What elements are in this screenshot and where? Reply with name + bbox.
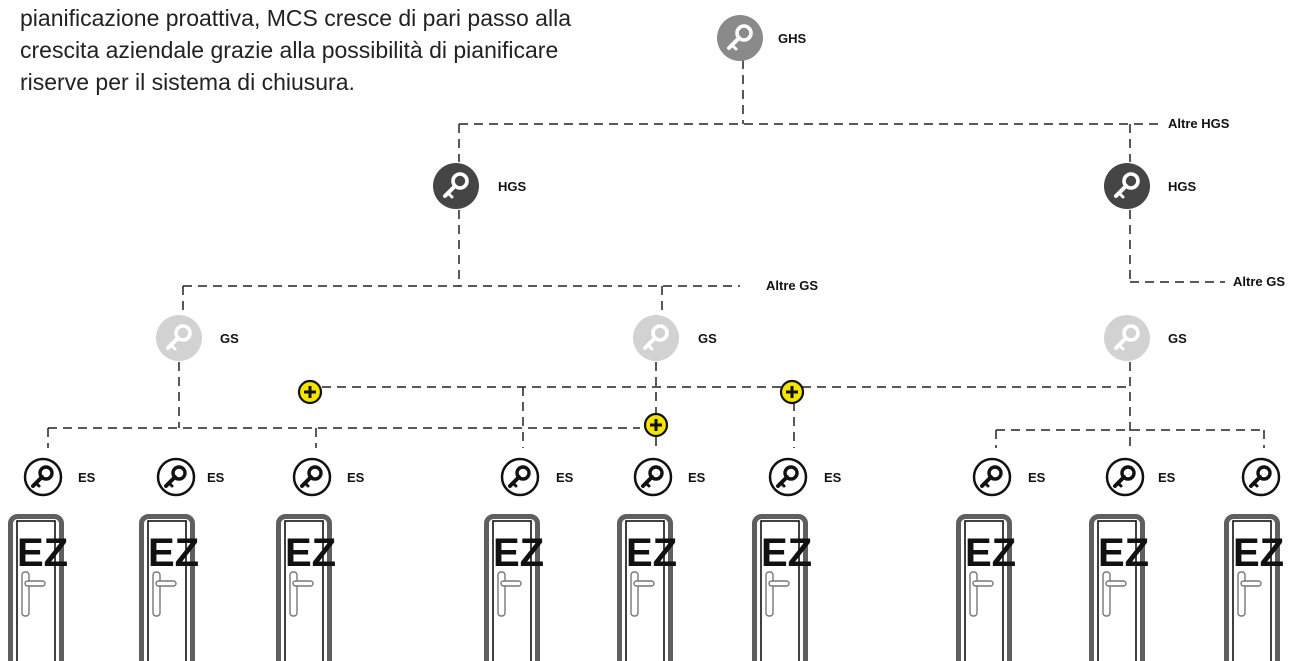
ez-label: EZ — [761, 531, 812, 575]
ez-door: EZ — [959, 517, 1016, 661]
ghs-key-icon — [717, 15, 763, 61]
ez-label: EZ — [285, 531, 336, 575]
plus-icon — [643, 412, 669, 438]
altre-hgs-label: Altre HGS — [1168, 116, 1230, 131]
hgs-label: HGS — [1168, 179, 1197, 194]
ez-label: EZ — [493, 531, 544, 575]
altre-gs-label: Altre GS — [1233, 274, 1285, 289]
hgs-label: HGS — [498, 179, 527, 194]
ez-door: EZ — [487, 517, 544, 661]
hgs-key-icon — [433, 163, 479, 209]
ez-label: EZ — [148, 531, 199, 575]
plus-icon — [779, 379, 805, 405]
hgs-key-icon — [1104, 163, 1150, 209]
ez-door: EZ — [142, 517, 199, 661]
es-label: ES — [1158, 470, 1176, 485]
es-key-icon — [972, 457, 1012, 497]
ez-label: EZ — [1233, 531, 1284, 575]
es-key-icon — [1105, 457, 1145, 497]
gs-label: GS — [698, 331, 717, 346]
es-key-icon — [292, 457, 332, 497]
plus-icon — [297, 379, 323, 405]
ez-door: EZ — [620, 517, 677, 661]
intro-line: crescita aziendale grazie alla possibili… — [20, 37, 559, 63]
intro-line: riserve per il sistema di chiusura. — [20, 69, 355, 95]
es-label: ES — [78, 470, 96, 485]
intro-line: pianificazione proattiva, MCS cresce di … — [20, 5, 571, 31]
es-label: ES — [556, 470, 574, 485]
gs-key-icon — [633, 315, 679, 361]
es-label: ES — [207, 470, 225, 485]
es-key-icon — [1241, 457, 1281, 497]
gs-label: GS — [1168, 331, 1187, 346]
es-key-icon — [156, 457, 196, 497]
gs-label: GS — [220, 331, 239, 346]
gs-key-icon — [1104, 315, 1150, 361]
ez-label: EZ — [965, 531, 1016, 575]
ez-door: EZ — [755, 517, 812, 661]
es-key-icon — [633, 457, 673, 497]
ez-door: EZ — [11, 517, 68, 661]
es-label: ES — [1028, 470, 1046, 485]
connector-lines — [47, 60, 1265, 448]
gs-key-icon — [156, 315, 202, 361]
altre-gs-label: Altre GS — [766, 278, 818, 293]
ez-door: EZ — [1227, 517, 1284, 661]
intro-text: pianificazione proattiva, MCS cresce di … — [20, 2, 700, 98]
es-key-icon — [500, 457, 540, 497]
es-key-icon — [768, 457, 808, 497]
es-key-icon — [23, 457, 63, 497]
ez-label: EZ — [1098, 531, 1149, 575]
ez-door: EZ — [279, 517, 336, 661]
ez-label: EZ — [17, 531, 68, 575]
es-label: ES — [347, 470, 365, 485]
ez-door: EZ — [1092, 517, 1149, 661]
es-label: ES — [824, 470, 842, 485]
es-label: ES — [688, 470, 706, 485]
ez-label: EZ — [626, 531, 677, 575]
ghs-label: GHS — [778, 31, 807, 46]
